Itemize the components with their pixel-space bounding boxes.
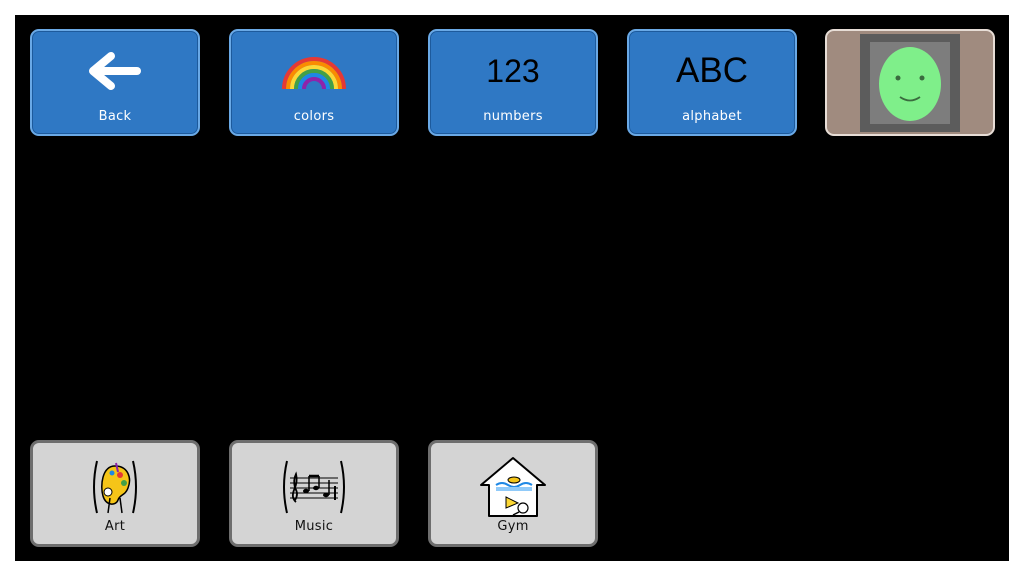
music-notes-icon [281, 458, 347, 520]
music-button[interactable]: Music [229, 440, 399, 547]
face-icon [860, 34, 960, 136]
alphabet-label: alphabet [682, 109, 742, 124]
art-button[interactable]: Art [30, 440, 200, 547]
numbers-glyph: 123 [486, 53, 540, 89]
gym-house-icon [478, 455, 548, 523]
communication-board: Back colors 123 numbers ABC alphabet [15, 15, 1009, 561]
alphabet-glyph: ABC [676, 51, 748, 90]
back-button[interactable]: Back [30, 29, 200, 136]
art-label: Art [104, 519, 126, 534]
colors-button[interactable]: colors [229, 29, 399, 136]
music-label: Music [294, 519, 334, 534]
alphabet-button[interactable]: ABC alphabet [627, 29, 797, 136]
back-arrow-icon [85, 51, 145, 95]
numbers-button[interactable]: 123 numbers [428, 29, 598, 136]
art-palette-icon [90, 458, 140, 520]
numbers-label: numbers [483, 109, 543, 124]
gym-label: Gym [497, 519, 529, 534]
back-label: Back [98, 109, 132, 124]
face-button[interactable] [825, 29, 995, 136]
rainbow-icon [280, 53, 348, 95]
gym-button[interactable]: Gym [428, 440, 598, 547]
colors-label: colors [293, 109, 335, 124]
